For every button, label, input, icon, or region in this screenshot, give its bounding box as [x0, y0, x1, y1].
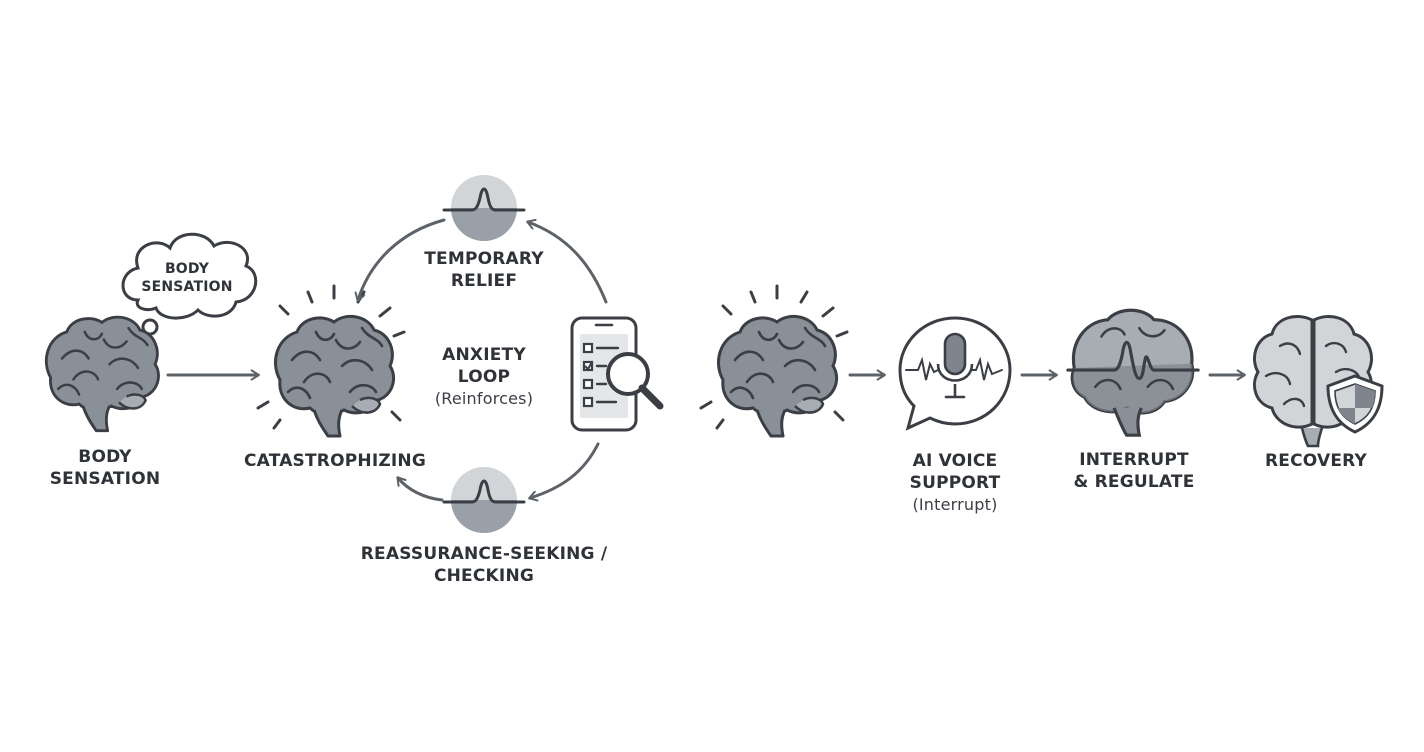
arrow-relief-to-catastrophizing	[358, 218, 446, 300]
brain-icon	[44, 315, 160, 433]
brain-alert-icon	[256, 284, 406, 438]
body-sensation-label: BODY SENSATION	[30, 446, 180, 490]
reassurance-label: REASSURANCE-SEEKING / CHECKING	[354, 543, 614, 587]
interrupt-line2: & REGULATE	[1073, 472, 1195, 492]
thought-bubble-label: BODY SENSATION	[138, 260, 236, 296]
temporary-relief-line1: TEMPORARY	[424, 249, 544, 269]
arrow-phone-to-relief	[528, 222, 608, 304]
thought-bubble-line1: BODY	[164, 261, 210, 277]
phone-search-icon	[570, 316, 664, 432]
interrupt-label: INTERRUPT & REGULATE	[1064, 449, 1204, 493]
brain-alert-icon	[699, 284, 849, 438]
brain-shield-icon	[1253, 315, 1384, 448]
ai-voice-line2: SUPPORT	[909, 473, 1001, 493]
temporary-relief-label: TEMPORARY RELIEF	[414, 248, 554, 292]
reassurance-line1: REASSURANCE-SEEKING /	[360, 544, 608, 564]
pulse-icon	[442, 173, 526, 243]
anxiety-loop-line2: LOOP	[457, 367, 511, 387]
brain-pulse-icon	[1066, 308, 1200, 437]
thought-bubble-icon	[121, 232, 258, 347]
pulse-icon	[442, 465, 526, 535]
catastrophizing-text: CATASTROPHIZING	[244, 451, 426, 471]
body-sensation-line1: BODY	[78, 447, 132, 467]
ai-voice-label: AI VOICE SUPPORT (Interrupt)	[895, 450, 1015, 516]
arrow-phone-to-reassurance	[530, 442, 600, 498]
interrupt-line1: INTERRUPT	[1079, 450, 1189, 470]
recovery-text: RECOVERY	[1264, 451, 1367, 471]
ai-voice-line3: (Interrupt)	[912, 495, 998, 514]
microphone-bubble-icon	[898, 316, 1012, 431]
reassurance-line2: CHECKING	[433, 566, 535, 586]
body-sensation-line2: SENSATION	[49, 469, 161, 489]
catastrophizing-label: CATASTROPHIZING	[230, 450, 440, 472]
anxiety-loop-label: ANXIETY LOOP (Reinforces)	[420, 344, 548, 410]
ai-voice-line1: AI VOICE	[912, 451, 998, 471]
thought-bubble-line2: SENSATION	[141, 279, 233, 295]
anxiety-loop-line3: (Reinforces)	[434, 389, 534, 408]
anxiety-loop-line1: ANXIETY	[442, 345, 526, 365]
arrow-reassurance-to-catastrophizing	[398, 478, 444, 502]
temporary-relief-line2: RELIEF	[450, 271, 518, 291]
recovery-label: RECOVERY	[1250, 450, 1382, 472]
